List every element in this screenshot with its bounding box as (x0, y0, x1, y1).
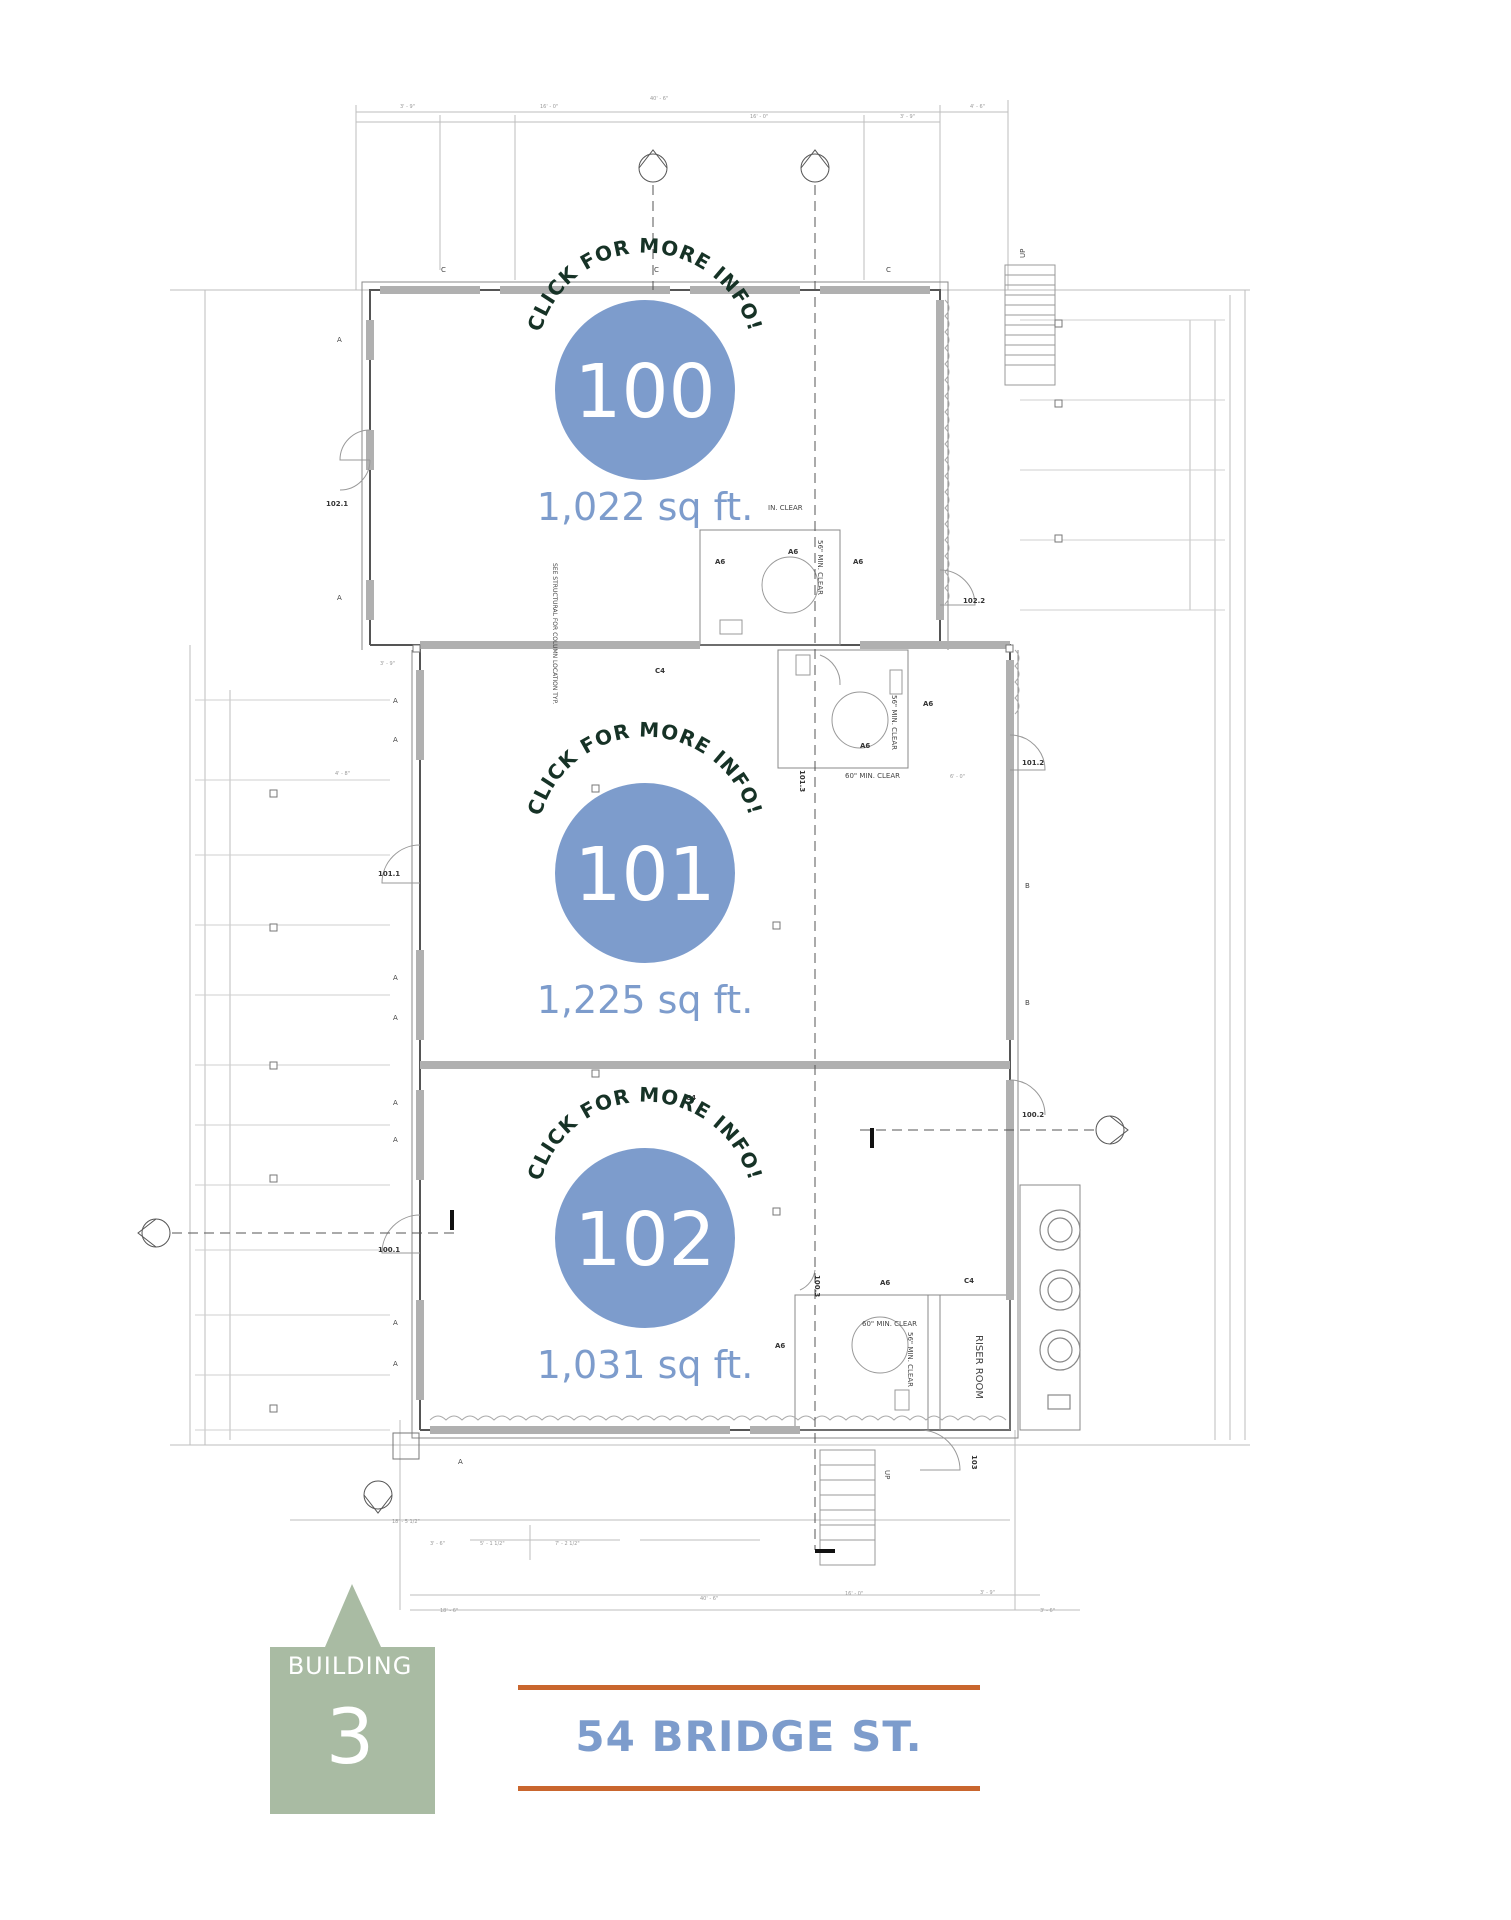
dimension-text: 3' - 9" 16' - 0" 16' - 0" 3' - 9" 40' - 6"… (335, 96, 1055, 1614)
svg-text:3' - 9": 3' - 9" (980, 1590, 995, 1596)
unit-circles[interactable] (555, 300, 735, 1328)
svg-text:A: A (337, 594, 342, 602)
svg-text:100.2: 100.2 (1022, 1111, 1044, 1119)
door-swings (339, 429, 1046, 1471)
svg-text:B: B (1025, 882, 1030, 890)
unit-100-circle[interactable] (555, 300, 735, 480)
svg-text:103: 103 (970, 1455, 978, 1470)
svg-text:A6: A6 (715, 558, 725, 566)
svg-text:A6: A6 (775, 1342, 785, 1350)
svg-text:C: C (886, 266, 891, 274)
svg-text:A: A (337, 336, 342, 344)
svg-text:18' - 6": 18' - 6" (440, 1608, 458, 1614)
unit-102-area: 1,031 sq ft. (536, 1343, 754, 1387)
section-markers (137, 149, 1129, 1514)
svg-text:A6: A6 (788, 548, 798, 556)
svg-text:7' - 2 1/2": 7' - 2 1/2" (555, 1541, 580, 1547)
svg-text:56" MIN. CLEAR: 56" MIN. CLEAR (816, 540, 824, 595)
svg-text:A: A (393, 1099, 398, 1107)
svg-text:4' - 6": 4' - 6" (970, 104, 985, 110)
restroom-fixtures (719, 556, 910, 1411)
svg-text:60" MIN. CLEAR: 60" MIN. CLEAR (845, 772, 900, 780)
svg-text:102.2: 102.2 (963, 597, 985, 605)
svg-text:A6: A6 (853, 558, 863, 566)
svg-text:16' - 0": 16' - 0" (750, 114, 768, 120)
svg-text:C4: C4 (964, 1277, 974, 1285)
svg-text:3' - 9": 3' - 9" (400, 104, 415, 110)
svg-text:3' - 6": 3' - 6" (430, 1541, 445, 1547)
riser-tanks (1039, 1209, 1081, 1410)
svg-text:IN. CLEAR: IN. CLEAR (768, 504, 803, 512)
address: 54 BRIDGE ST. (575, 1712, 923, 1761)
unit-101-number[interactable]: 101 (574, 832, 716, 918)
svg-text:A: A (458, 1458, 463, 1466)
svg-text:6' - 0": 6' - 0" (950, 774, 965, 780)
unit-100-number[interactable]: 100 (574, 349, 716, 435)
svg-text:3' - 9": 3' - 9" (900, 114, 915, 120)
svg-text:101.1: 101.1 (378, 870, 400, 878)
stairs-top (819, 264, 1056, 1566)
building-number: 3 (325, 1692, 375, 1781)
address-rule-top (518, 1685, 980, 1690)
svg-text:40' - 6": 40' - 6" (700, 1596, 718, 1602)
svg-text:RISER ROOM: RISER ROOM (973, 1335, 984, 1399)
cut-line-ends (450, 1128, 874, 1553)
svg-text:C4: C4 (686, 1094, 696, 1102)
svg-text:A: A (393, 1319, 398, 1327)
svg-text:18' - 5 1/2": 18' - 5 1/2" (392, 1519, 420, 1525)
svg-text:A: A (393, 974, 398, 982)
svg-text:A6: A6 (880, 1279, 890, 1287)
svg-text:3' - 9": 3' - 9" (380, 661, 395, 667)
svg-text:16' - 0": 16' - 0" (845, 1591, 863, 1597)
unit-101-circle[interactable] (555, 783, 735, 963)
svg-text:100.3: 100.3 (813, 1275, 821, 1297)
unit-102-number[interactable]: 102 (574, 1197, 716, 1283)
landscaping (429, 299, 1020, 1421)
svg-text:40' - 6": 40' - 6" (650, 96, 668, 102)
room-tags: 102.1 102.2 101.1 101.2 100.1 100.2 IN. … (326, 266, 1044, 1466)
svg-text:A: A (393, 1136, 398, 1144)
svg-text:A: A (393, 1360, 398, 1368)
svg-text:B: B (1025, 999, 1030, 1007)
svg-text:C4: C4 (655, 667, 665, 675)
svg-text:UP: UP (883, 1470, 891, 1479)
svg-text:56" MIN. CLEAR: 56" MIN. CLEAR (890, 695, 898, 750)
svg-text:C: C (654, 266, 659, 274)
svg-text:56" MIN. CLEAR: 56" MIN. CLEAR (906, 1332, 914, 1387)
building-badge-shape (270, 1584, 435, 1814)
unit-101-area: 1,225 sq ft. (536, 978, 754, 1022)
svg-text:C: C (441, 266, 446, 274)
svg-text:60" MIN. CLEAR: 60" MIN. CLEAR (862, 1320, 917, 1328)
svg-text:101.3: 101.3 (798, 770, 806, 792)
window-hatching (366, 286, 1014, 1434)
svg-text:A6: A6 (923, 700, 933, 708)
svg-text:4' - 8": 4' - 8" (335, 771, 350, 777)
address-rule-bottom (518, 1786, 980, 1791)
svg-text:5' - 1 1/2": 5' - 1 1/2" (480, 1541, 505, 1547)
rotated-tags: 101.3 100.3 103 RISER ROOM 56" MIN. CLEA… (551, 249, 1027, 1480)
svg-text:A6: A6 (860, 742, 870, 750)
dimension-lines (170, 100, 1250, 1611)
svg-text:A: A (393, 697, 398, 705)
unit-101-button[interactable]: 101 (465, 828, 825, 1148)
tick-stubs (195, 319, 1225, 1431)
unit-102-circle[interactable] (555, 1148, 735, 1328)
column-markers (269, 319, 1063, 1460)
unit-102-button[interactable]: 102 (465, 1193, 825, 1513)
unit-100-button[interactable]: 100 (465, 345, 825, 665)
unit-100-area: 1,022 sq ft. (536, 485, 754, 529)
section-cut-lines (172, 185, 1095, 1550)
building-label: BUILDING (287, 1652, 413, 1680)
svg-text:100.1: 100.1 (378, 1246, 400, 1254)
svg-text:16' - 0": 16' - 0" (540, 104, 558, 110)
svg-text:101.2: 101.2 (1022, 759, 1044, 767)
svg-text:A: A (393, 1014, 398, 1022)
svg-text:UP: UP (1019, 249, 1027, 258)
svg-text:A: A (393, 736, 398, 744)
svg-text:SEE STRUCTURAL FOR COLUMN LOCA: SEE STRUCTURAL FOR COLUMN LOCATION TYP. (551, 563, 558, 704)
svg-text:102.1: 102.1 (326, 500, 348, 508)
svg-text:3' - 6": 3' - 6" (1040, 1608, 1055, 1614)
